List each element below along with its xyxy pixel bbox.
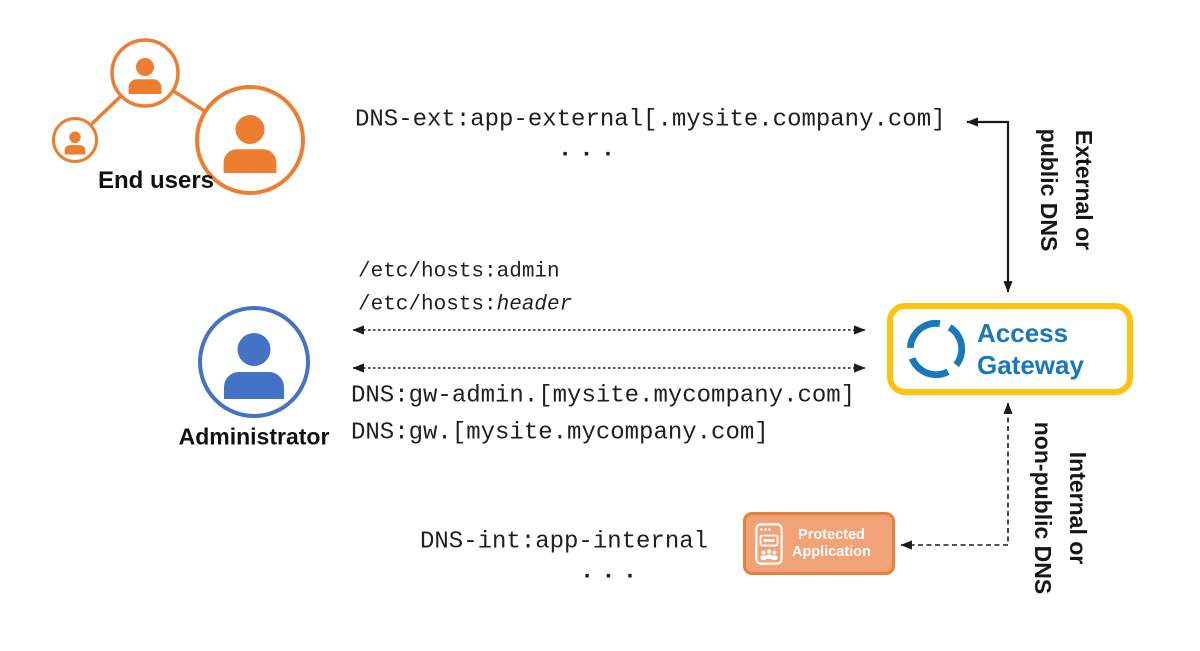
dns-gw-annotation: DNS:gw.[mysite.mycompany.com] (351, 419, 769, 447)
administrator-icon (198, 306, 310, 418)
access-gateway-logo-icon (906, 319, 966, 379)
dns-gw-admin-annotation: DNS:gw-admin.[mysite.mycompany.com] (351, 382, 856, 410)
protected-application-icon (755, 522, 783, 565)
end-users-icon (52, 38, 305, 195)
administrator-label: Administrator (178, 423, 330, 450)
etc-hosts-header-annotation: /etc/hosts:header (358, 294, 572, 317)
etc-hosts-admin-annotation: /etc/hosts:admin (358, 260, 560, 284)
etc-hosts-header-italic: header (496, 293, 573, 317)
end-users-label: End users (97, 167, 215, 194)
dns-int-annotation: DNS-int:app-internal (420, 528, 709, 556)
ellipsis-top: ... (557, 136, 623, 164)
external-dns-connector-arrow (966, 117, 1013, 293)
dns-ext-annotation: DNS-ext:app-external[.mysite.company.com… (355, 106, 946, 134)
etc-hosts-header-prefix: /etc/hosts: (358, 293, 497, 317)
internal-dns-connector-arrow (900, 402, 1013, 550)
ellipsis-bottom: ... (579, 558, 645, 586)
